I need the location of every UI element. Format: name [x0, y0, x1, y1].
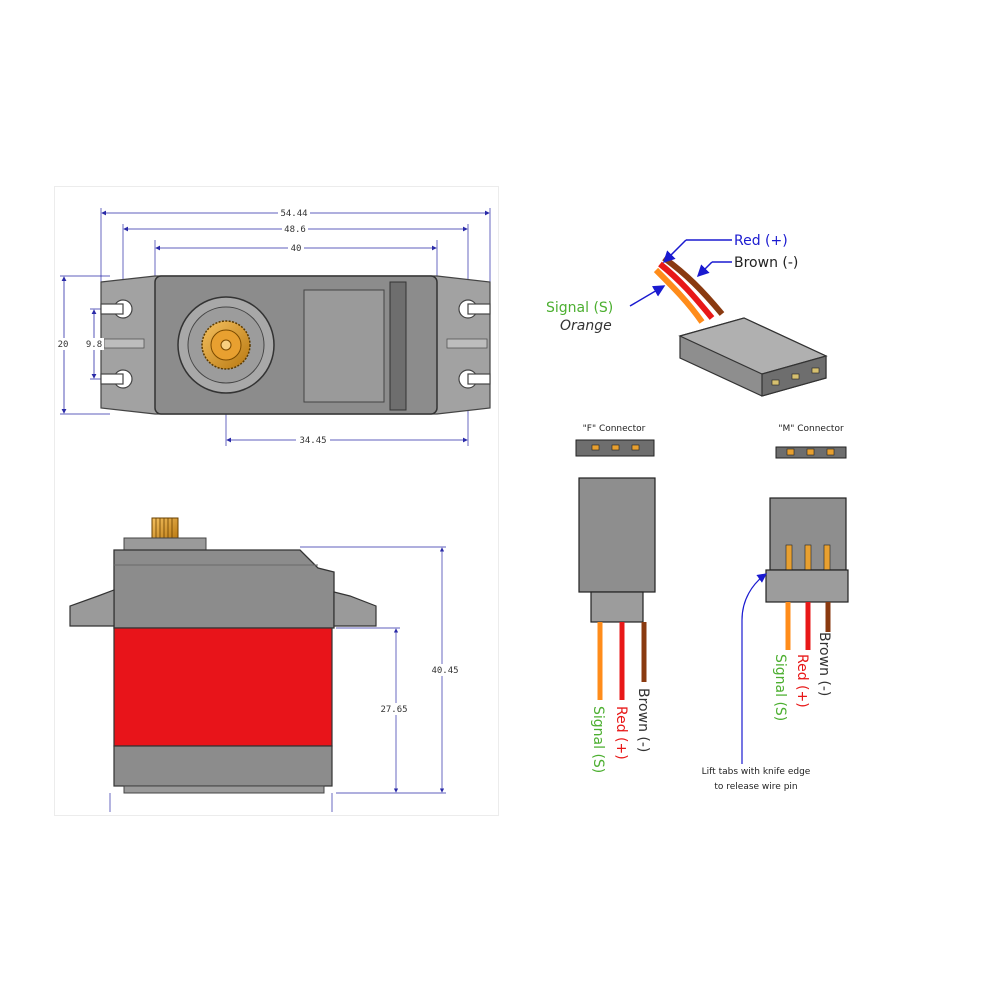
orange-wire-label: Orange	[560, 318, 612, 334]
f-connector-red-label: Red (+)	[613, 706, 629, 760]
dim-overall-width: 54.44	[280, 209, 307, 219]
release-note-line-2: to release wire pin	[714, 782, 797, 792]
f-connector-signal-label: Signal (S)	[590, 706, 606, 773]
red-wire-label: Red (+)	[734, 233, 788, 249]
servo-top-view: 54.44 48.6 40 20 9.8 34.45	[55, 207, 491, 446]
dim-flange-height: 20	[58, 340, 69, 350]
dim-mount-hole-spacing: 48.6	[284, 225, 306, 235]
dim-body-height: 27.65	[380, 705, 407, 715]
f-connector-brown-label: Brown (-)	[635, 688, 651, 752]
servo-side-view: 40.45 27.65	[69, 517, 459, 812]
dim-total-height: 40.45	[431, 666, 458, 676]
dim-hole-vertical-spacing: 9.8	[86, 340, 102, 350]
connector-3d-illustration	[629, 239, 828, 397]
brown-wire-label: Brown (-)	[734, 255, 798, 271]
dim-body-width: 40	[291, 244, 302, 254]
m-connector-brown-label: Brown (-)	[816, 632, 832, 696]
m-connector-red-label: Red (+)	[794, 654, 810, 708]
m-connector-signal-label: Signal (S)	[772, 654, 788, 721]
m-connector: "M" Connector Signal (S) Red (+) Brown (…	[702, 424, 849, 792]
dim-shaft-offset: 34.45	[299, 436, 326, 446]
signal-wire-label: Signal (S)	[546, 300, 613, 316]
f-connector: "F" Connector Signal (S) Red (+) Brown (…	[575, 424, 656, 773]
m-connector-title: "M" Connector	[778, 424, 844, 434]
f-connector-title: "F" Connector	[583, 424, 646, 434]
release-note-line-1: Lift tabs with knife edge	[702, 767, 811, 777]
